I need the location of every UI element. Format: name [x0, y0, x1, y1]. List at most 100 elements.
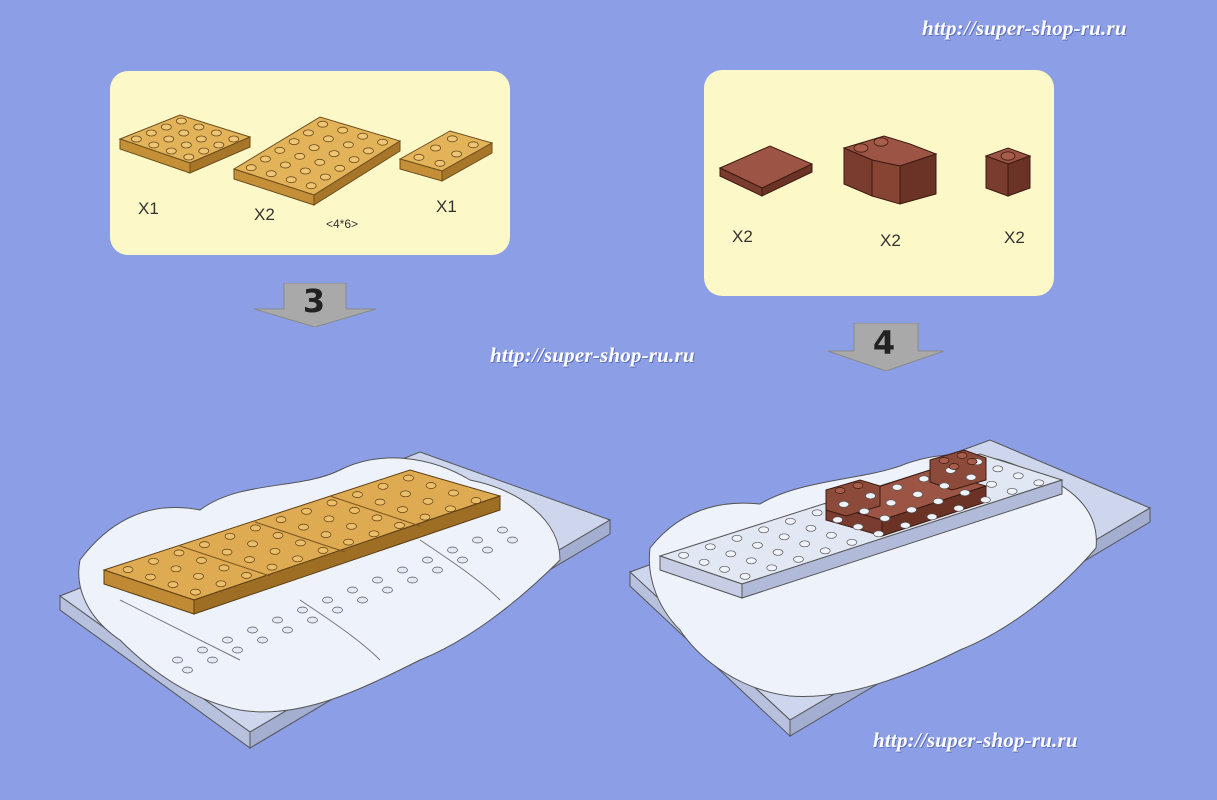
stud [434, 159, 446, 167]
stud [269, 547, 281, 555]
stud [357, 132, 369, 140]
stud [731, 534, 743, 542]
stud [885, 499, 897, 507]
stud [148, 557, 159, 565]
stud [956, 452, 968, 459]
stud [965, 473, 977, 481]
stud [196, 557, 207, 564]
stud [122, 566, 134, 573]
stud [193, 123, 205, 131]
stud [294, 152, 306, 160]
part-qty: X2 [732, 227, 753, 246]
stud [272, 532, 284, 539]
step4-parts-panel: X2 X2 X2 [704, 70, 1054, 296]
stud [447, 546, 458, 554]
stud [778, 533, 790, 541]
stud [986, 480, 997, 488]
stud [472, 536, 483, 544]
stud [357, 596, 368, 604]
stud [250, 524, 261, 532]
stud [199, 541, 210, 548]
stud [349, 507, 360, 514]
stud [819, 547, 831, 555]
stud [799, 540, 811, 548]
stud [377, 482, 389, 490]
stud [368, 530, 380, 538]
stud [314, 158, 326, 166]
stud [222, 636, 233, 644]
stud [397, 506, 408, 513]
stud [323, 515, 335, 523]
stud [342, 141, 354, 149]
stud [948, 463, 960, 470]
step3-arrow-icon [253, 283, 377, 327]
stud [183, 153, 195, 161]
stud [337, 126, 349, 134]
stud [288, 138, 300, 145]
stud [470, 497, 482, 504]
stud [1012, 472, 1024, 480]
stud [400, 490, 411, 498]
stud [926, 513, 938, 521]
stud [752, 541, 763, 549]
stud [207, 656, 218, 664]
step4-parts-illustration [718, 135, 1032, 205]
stud [145, 129, 157, 137]
stud [265, 170, 277, 178]
stud [332, 606, 343, 614]
step3-number: 3 [302, 282, 326, 320]
stud [259, 155, 271, 163]
stud [811, 509, 823, 517]
step3-parts-panel: X1 X2 <4*6> X1 [110, 71, 510, 255]
stud [853, 143, 869, 153]
stud [352, 491, 363, 498]
stud [182, 666, 193, 674]
stud [451, 150, 463, 158]
stud [292, 555, 303, 563]
stud [374, 498, 386, 506]
stud [297, 606, 308, 614]
stud [279, 161, 291, 169]
stud [213, 141, 225, 149]
stud [305, 182, 317, 190]
stud [165, 147, 177, 155]
stud [377, 138, 389, 146]
stud [959, 489, 971, 497]
stud [482, 546, 493, 554]
stud [299, 167, 311, 175]
stud [247, 626, 258, 634]
stud [274, 146, 286, 154]
stud [228, 135, 240, 143]
step4-assembly [629, 439, 1152, 738]
stud [275, 516, 287, 523]
stud [419, 513, 431, 521]
stud [846, 538, 858, 546]
stud [221, 548, 233, 556]
stud [507, 536, 518, 544]
stud [785, 517, 796, 525]
stud [912, 490, 924, 498]
stud [308, 144, 320, 151]
stud [145, 573, 156, 581]
stud [852, 523, 864, 531]
stud [175, 117, 187, 125]
stud [838, 500, 850, 508]
stud [457, 556, 468, 564]
part-qty: X1 [436, 197, 457, 216]
stud [272, 616, 283, 624]
stud [980, 496, 991, 504]
stud [218, 564, 230, 572]
part-qty: X1 [138, 199, 159, 218]
stud [197, 646, 208, 654]
stud [173, 549, 185, 557]
stud [826, 531, 837, 539]
watermark-bottom: http://super-shop-ru.ru [873, 728, 1078, 752]
stud [130, 135, 142, 143]
stud [317, 547, 329, 554]
stud [698, 558, 710, 566]
stud [282, 626, 293, 634]
stud [879, 514, 891, 522]
stud [1000, 151, 1016, 161]
stud [938, 457, 950, 464]
